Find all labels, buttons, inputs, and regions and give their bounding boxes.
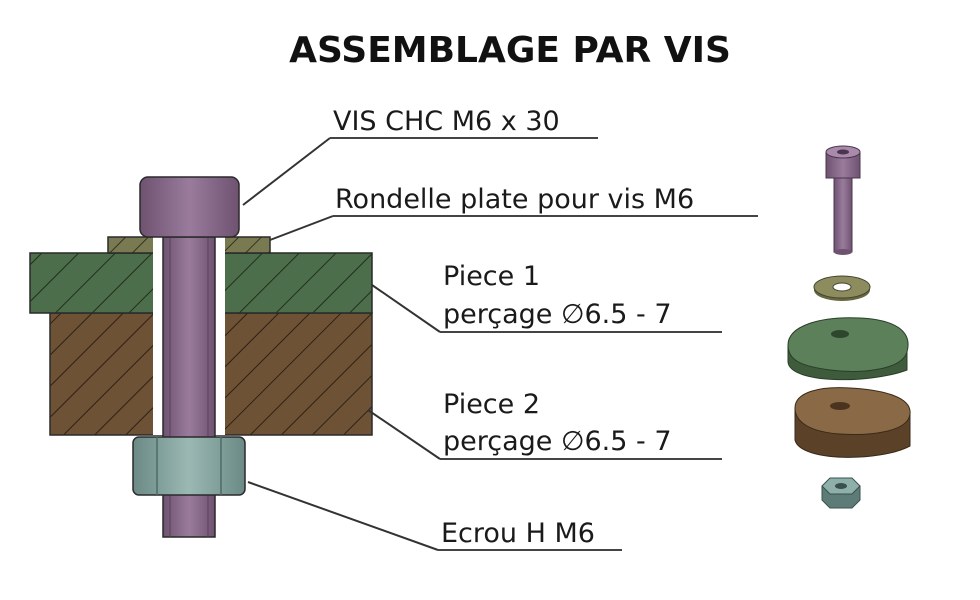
label-washer-text: Rondelle plate pour vis M6 — [335, 184, 694, 215]
label-part1-name: Piece 1 — [443, 261, 540, 292]
exploded-nut — [821, 477, 861, 509]
exploded-part2 — [794, 387, 911, 458]
label-part2: Piece 2 perçage ∅6.5 - 7 — [367, 389, 722, 460]
label-screw: VIS CHC M6 x 30 — [242, 106, 598, 206]
label-nut: Ecrou H M6 — [247, 481, 622, 551]
label-part1: Piece 1 perçage ∅6.5 - 7 — [371, 261, 722, 333]
diagram-title: ASSEMBLAGE PAR VIS — [289, 30, 731, 71]
label-nut-text: Ecrou H M6 — [441, 518, 595, 549]
section-view — [29, 176, 373, 538]
exploded-screw — [825, 145, 861, 255]
label-part1-drill: perçage ∅6.5 - 7 — [443, 299, 672, 330]
exploded-washer — [813, 275, 871, 301]
label-washer: Rondelle plate pour vis M6 — [269, 184, 758, 241]
exploded-part1 — [787, 317, 909, 381]
nut-section — [132, 436, 246, 496]
screw-head — [139, 176, 240, 238]
label-part2-name: Piece 2 — [443, 389, 540, 420]
label-screw-text: VIS CHC M6 x 30 — [333, 106, 560, 137]
exploded-view — [787, 145, 911, 509]
label-part2-drill: perçage ∅6.5 - 7 — [443, 426, 672, 457]
